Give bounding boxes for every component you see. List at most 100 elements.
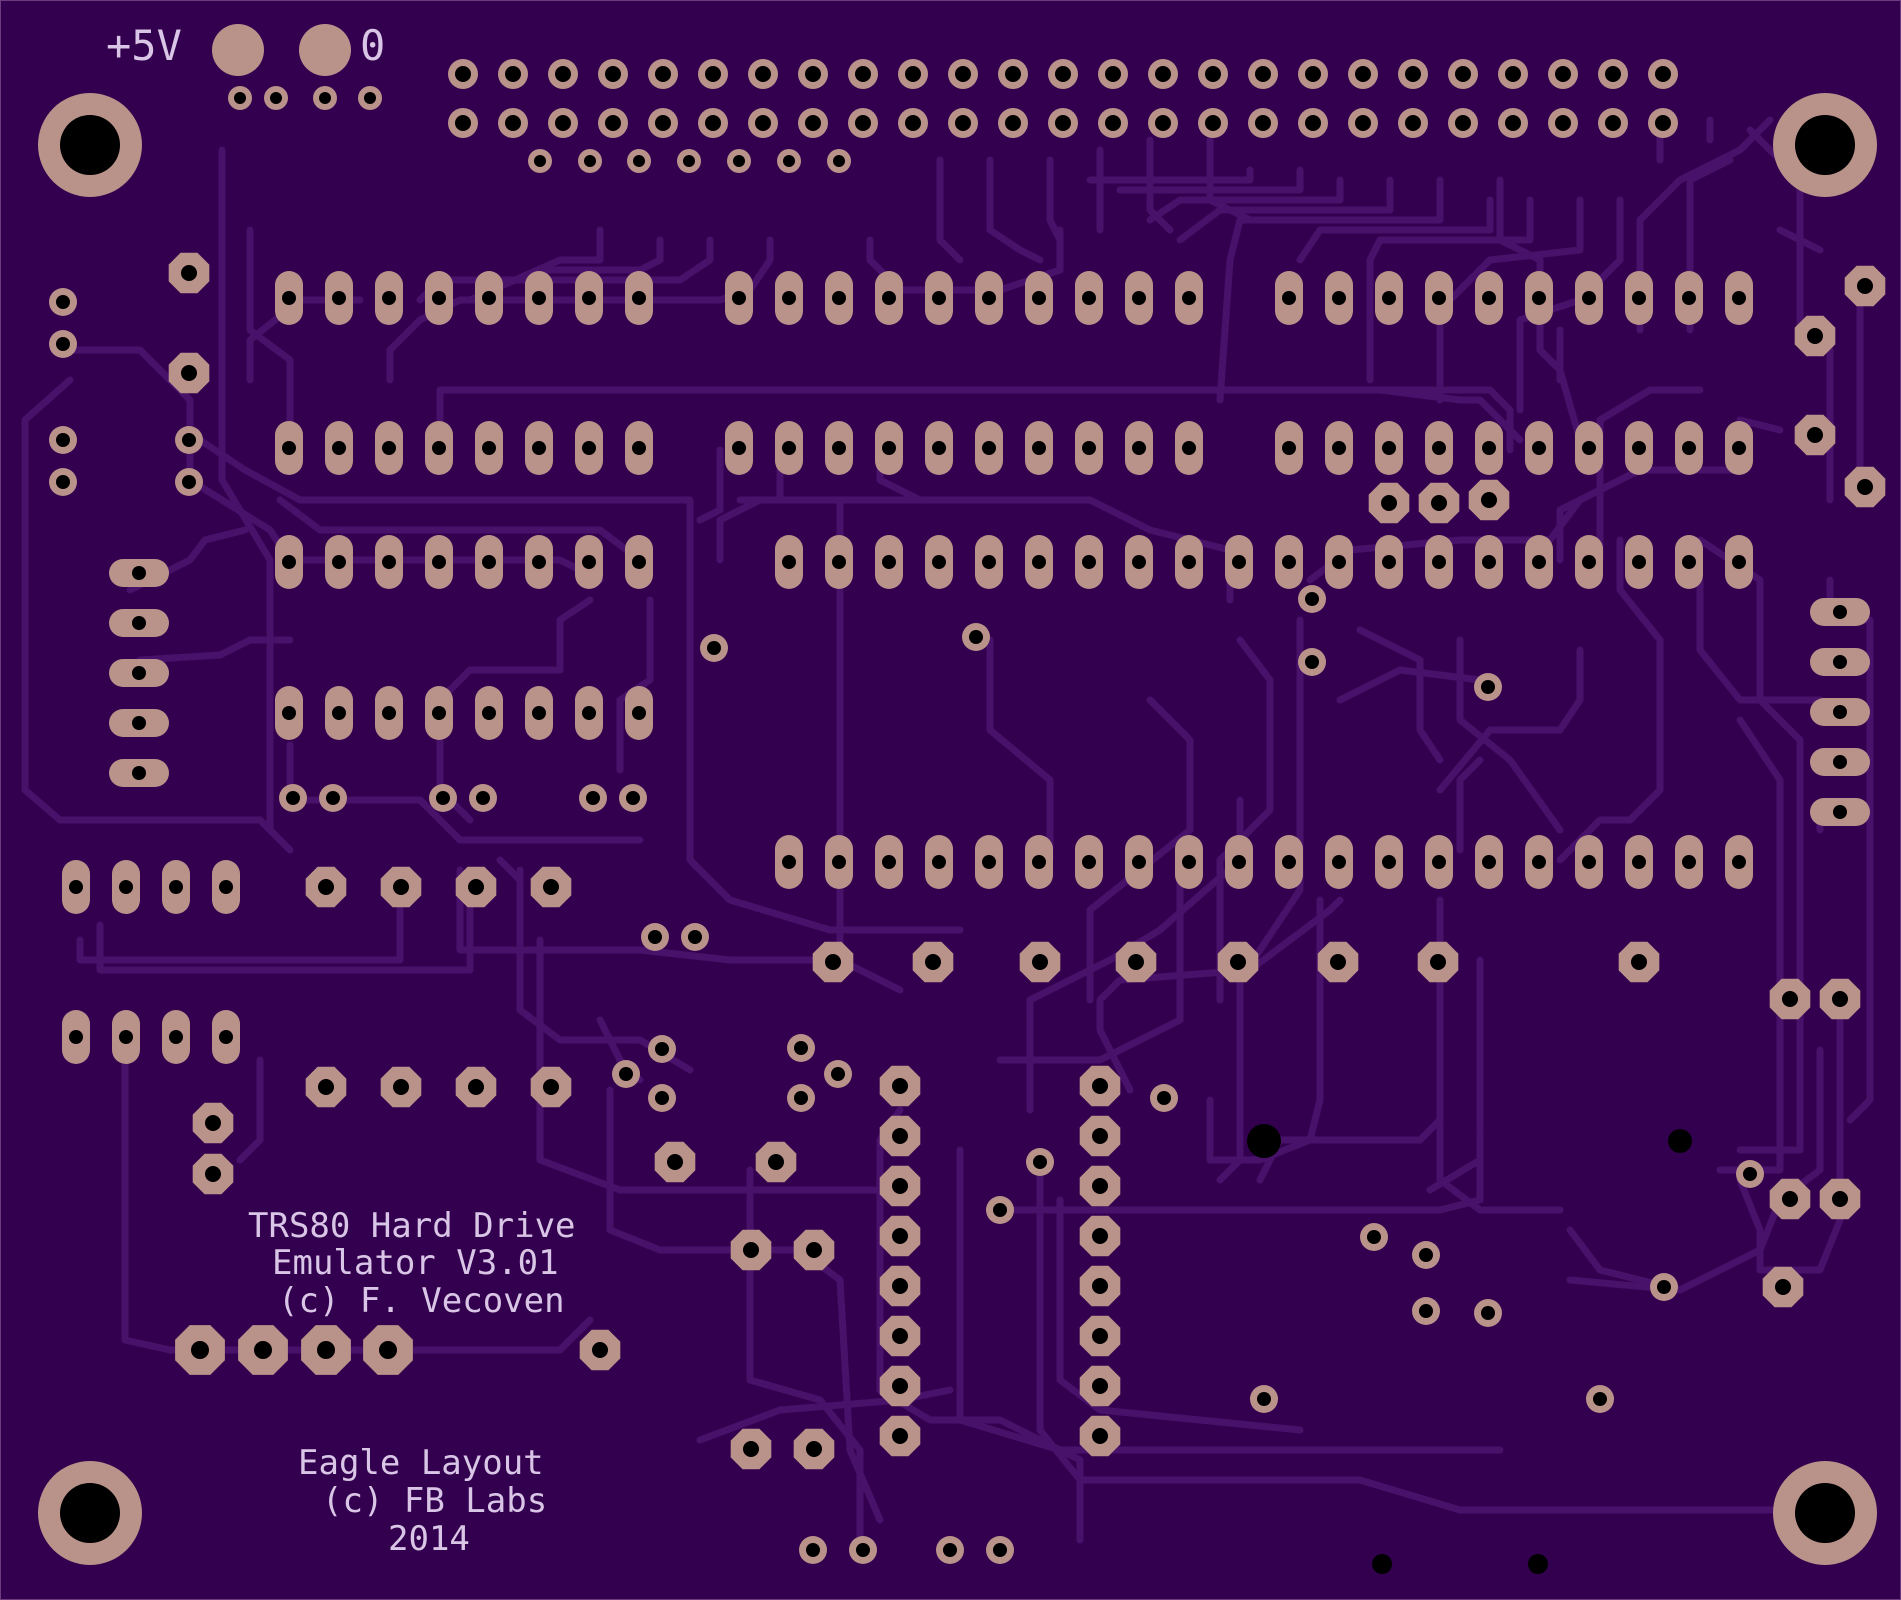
ic-pin-pad (875, 421, 903, 475)
header-pin-pad (498, 59, 528, 89)
ic-pin-pad (1325, 421, 1353, 475)
via-pad (648, 1035, 676, 1063)
via-pad (1474, 1299, 1502, 1327)
ic-pin-pad (425, 271, 453, 325)
ic-pin-pad (525, 421, 553, 475)
copper-traces (21, 116, 1874, 1554)
connector-pin-pad (109, 659, 169, 687)
ic-pin-pad (825, 421, 853, 475)
ic-pin-pad (1375, 271, 1403, 325)
header-pin-pad (898, 108, 928, 138)
via-pad (1412, 1241, 1440, 1269)
octagon-pad (1079, 1115, 1121, 1157)
ic-pin-pad (325, 421, 353, 475)
header-pin-pad (1598, 108, 1628, 138)
ic-pin-pad (425, 535, 453, 589)
octagon-pad (879, 1115, 921, 1157)
octagon-pad (192, 1153, 234, 1195)
ic-pin-pad (1525, 835, 1553, 889)
via-pad (228, 86, 252, 110)
header-pin-pad (598, 108, 628, 138)
via-pad (49, 426, 77, 454)
drill-hole (1528, 1554, 1548, 1574)
ic-pin-pad (825, 271, 853, 325)
octagon-pad (1115, 941, 1157, 983)
connector-pad (175, 1325, 225, 1375)
ic-pin-pad (625, 535, 653, 589)
ic-pin-pad (725, 271, 753, 325)
ic-pin-pad (925, 271, 953, 325)
ic-pin-pad (1275, 421, 1303, 475)
ic-pin-pad (1675, 271, 1703, 325)
drill-hole (1372, 1554, 1392, 1574)
via-pad (849, 1536, 877, 1564)
ic-pin-pad (1625, 835, 1653, 889)
ic-pin-pad (625, 271, 653, 325)
ic-pin-pad (925, 421, 953, 475)
mounting-holes (38, 93, 1877, 1565)
header-pin-pad (948, 59, 978, 89)
connector-pin-pad (109, 559, 169, 587)
ic-pin-pad (112, 860, 140, 914)
connector-pad (363, 1325, 413, 1375)
octagon-pad (1079, 1165, 1121, 1207)
mounting-hole-bottom-right (1773, 1461, 1877, 1565)
octagon-pad (579, 1329, 621, 1371)
ic-pin-pad (212, 1010, 240, 1064)
octagon-pad (455, 1066, 497, 1108)
via-pad (986, 1196, 1014, 1224)
ic-pin-pad (62, 860, 90, 914)
ic-pin-pad (375, 271, 403, 325)
ic-pin-pad (1625, 535, 1653, 589)
header-pin-pad (1248, 108, 1278, 138)
ic-pin-pad (1525, 535, 1553, 589)
via-pad (49, 330, 77, 358)
header-pin-pad (648, 59, 678, 89)
octagon-pad (1819, 1178, 1861, 1220)
ic-pin-pad (1475, 835, 1503, 889)
ic-pin-pad (275, 271, 303, 325)
header-pin-pad (1398, 59, 1428, 89)
ic-pin-pad (1275, 535, 1303, 589)
octagon-pad (879, 1215, 921, 1257)
connector-pin-pad (1810, 798, 1870, 826)
ic-pin-pad (875, 535, 903, 589)
header-pin-pad (948, 108, 978, 138)
header-pin-pad (1598, 59, 1628, 89)
ic-pin-pad (1325, 835, 1353, 889)
ic-pin-pad (275, 535, 303, 589)
ic-pin-pad (1575, 421, 1603, 475)
ic-pin-pad (775, 835, 803, 889)
ic-pin-pad (1675, 835, 1703, 889)
header-pin-pad (1548, 108, 1578, 138)
ic-pin-pad (62, 1010, 90, 1064)
ic-pin-pad (1425, 535, 1453, 589)
octagon-pad (192, 1102, 234, 1144)
ic-pin-pad (625, 421, 653, 475)
octagon-pad (1417, 941, 1459, 983)
ic-pin-pad (1125, 535, 1153, 589)
ic-pin-pad (1025, 835, 1053, 889)
ic-pin-pad (1025, 271, 1053, 325)
ic-pin-pad (1075, 835, 1103, 889)
via-pad (358, 86, 382, 110)
ic-pin-pad (1025, 421, 1053, 475)
ic-pin-pad (1675, 535, 1703, 589)
ic-pin-pad (1575, 271, 1603, 325)
via-pad (528, 149, 552, 173)
header-pin-pad (798, 108, 828, 138)
via-pad (777, 149, 801, 173)
octagon-pad (305, 1066, 347, 1108)
ic-pin-pad (1225, 535, 1253, 589)
octagon-pad (1079, 1365, 1121, 1407)
power-label-plus: +5V (106, 21, 182, 70)
octagon-pad (1844, 466, 1886, 508)
via-pad (1650, 1273, 1678, 1301)
ic-pin-pad (375, 535, 403, 589)
connector-pin-pad (1810, 648, 1870, 676)
ic-pin-pad (975, 535, 1003, 589)
via-pad (677, 149, 701, 173)
ic-pin-pad (212, 860, 240, 914)
ic-pin-pad (1125, 835, 1153, 889)
ic-pin-pad (525, 271, 553, 325)
